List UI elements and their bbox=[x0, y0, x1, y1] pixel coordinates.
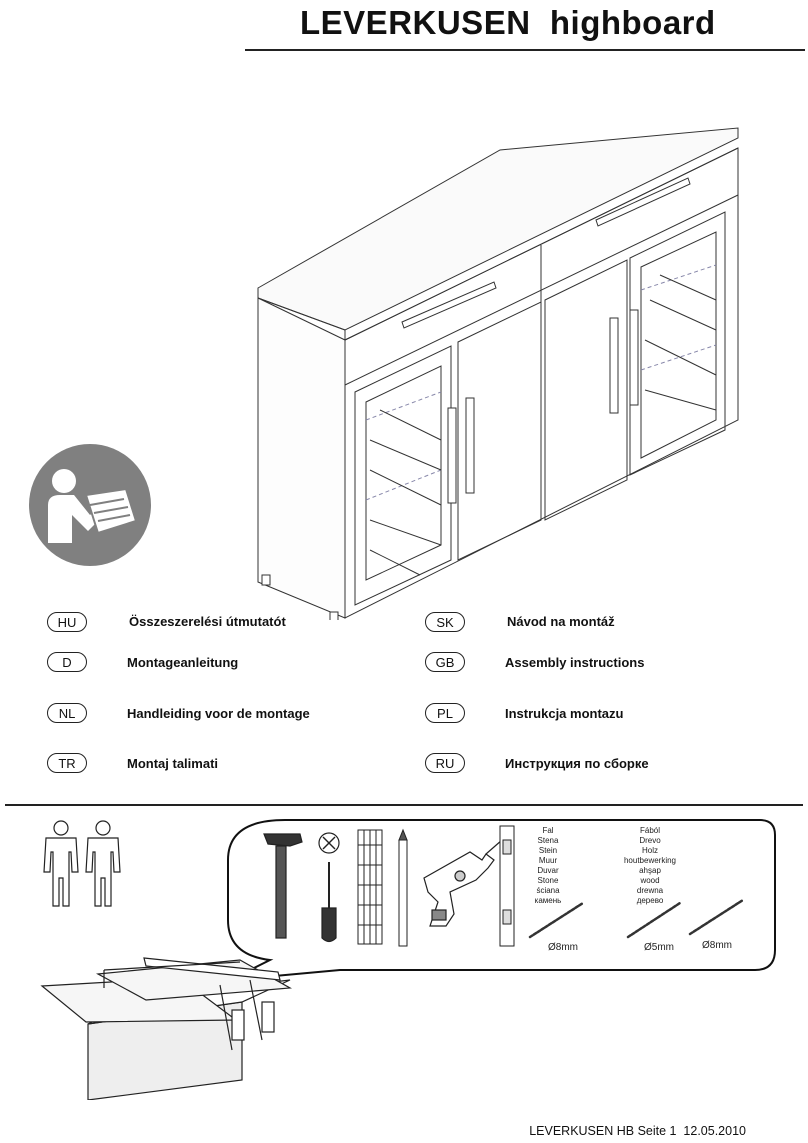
read-manual-icon bbox=[29, 444, 151, 566]
toolbox-icon bbox=[40, 957, 293, 1100]
material-label: Stein bbox=[539, 846, 557, 855]
lang-label: Montaj talimati bbox=[127, 756, 219, 771]
lang-code-badge: NL bbox=[47, 703, 87, 723]
material-label: Fából bbox=[640, 826, 660, 835]
page-footer: LEVERKUSEN HB Seite 1 12.05.2010 bbox=[529, 1124, 746, 1138]
material-label: houtbewerking bbox=[624, 856, 676, 865]
section-rule bbox=[5, 804, 803, 806]
lang-d: D bbox=[47, 652, 87, 672]
material-label: дерево bbox=[637, 896, 664, 905]
two-persons-icon bbox=[43, 820, 121, 907]
document-title: LEVERKUSEN highboard bbox=[300, 4, 716, 41]
material-label: Drevo bbox=[639, 836, 661, 845]
no-tool-icon bbox=[318, 832, 340, 854]
material-label: Fal bbox=[542, 826, 553, 835]
material-label: Duvar bbox=[537, 866, 559, 875]
drill-bit-icon bbox=[528, 898, 745, 939]
material-label: Muur bbox=[539, 856, 558, 865]
lang-code-badge: HU bbox=[47, 612, 87, 632]
lang-label: Инструкция по сборке bbox=[505, 756, 649, 771]
material-label: Holz bbox=[642, 846, 658, 855]
drill-size-label: Ø5mm bbox=[644, 942, 674, 953]
lang-hu: HU bbox=[47, 612, 87, 632]
drill-size-label: Ø8mm bbox=[702, 940, 732, 951]
lang-gb: GB bbox=[425, 652, 465, 672]
lang-ru: RU bbox=[425, 753, 465, 773]
material-label: Stena bbox=[538, 836, 559, 845]
lang-pl: PL bbox=[425, 703, 465, 723]
highboard-illustration bbox=[257, 127, 739, 620]
lang-code-badge: D bbox=[47, 652, 87, 672]
material-label: Stone bbox=[538, 876, 559, 885]
spirit-level-icon bbox=[499, 825, 515, 947]
material-label: камень bbox=[535, 896, 562, 905]
material-label: wood bbox=[639, 876, 659, 885]
wall-material-labels: Fal Stena Stein Muur Duvar Stone ściana … bbox=[535, 826, 562, 905]
lang-tr: TR bbox=[47, 753, 87, 773]
drill-size-label: Ø8mm bbox=[548, 942, 578, 953]
material-label: ściana bbox=[536, 886, 560, 895]
folding-rule-icon bbox=[357, 829, 383, 945]
lang-nl: NL bbox=[47, 703, 87, 723]
lang-label: Assembly instructions bbox=[505, 655, 645, 670]
power-drill-icon bbox=[423, 839, 503, 927]
title-rule bbox=[245, 49, 805, 51]
lang-label: Összeszerelési útmutatót bbox=[129, 614, 286, 629]
lang-code-badge: RU bbox=[425, 753, 465, 773]
lang-label: Montageanleitung bbox=[127, 655, 239, 670]
lang-code-badge: PL bbox=[425, 703, 465, 723]
lang-label: Handleiding voor de montage bbox=[127, 706, 310, 721]
pencil-icon bbox=[398, 828, 408, 947]
screwdriver-icon bbox=[321, 862, 337, 943]
lang-code-badge: SK bbox=[425, 612, 465, 632]
tools-panel: Fal Stena Stein Muur Duvar Stone ściana … bbox=[40, 819, 776, 1100]
hammer-icon bbox=[263, 833, 303, 939]
lang-sk: SK bbox=[425, 612, 465, 632]
lang-code-badge: GB bbox=[425, 652, 465, 672]
lang-label: Návod na montáž bbox=[507, 614, 615, 629]
lang-code-badge: TR bbox=[47, 753, 87, 773]
material-label: ahşap bbox=[639, 866, 661, 875]
lang-label: Instrukcja montazu bbox=[505, 706, 624, 721]
wood-material-labels: Fából Drevo Holz houtbewerking ahşap woo… bbox=[624, 826, 676, 905]
material-label: drewna bbox=[637, 886, 664, 895]
